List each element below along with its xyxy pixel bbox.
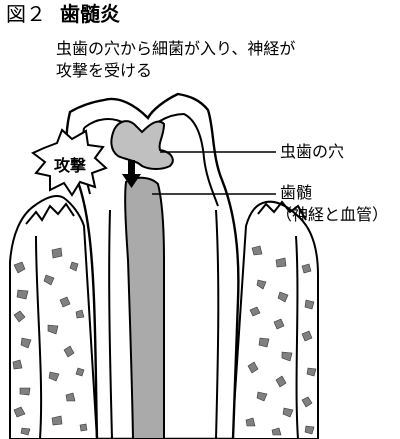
attack-burst-text: 攻撃 — [54, 156, 86, 175]
caption-line-1: 虫歯の穴から細菌が入り、神経が — [56, 39, 296, 58]
figure-label: 図２ — [6, 2, 46, 26]
pulp — [124, 176, 166, 439]
figure-name: 歯髄炎 — [60, 2, 120, 26]
caption: 虫歯の穴から細菌が入り、神経が 攻撃を受ける — [56, 38, 295, 82]
pulp-label: 歯髄 — [280, 183, 313, 202]
enamel-line — [83, 112, 219, 207]
gum-edge-left — [25, 202, 75, 225]
root-line-left — [108, 209, 113, 439]
root-line-right — [215, 209, 220, 439]
attack-arrow — [122, 160, 141, 188]
bone-inner-left — [35, 235, 43, 439]
figure-title: 図２ 歯髄炎 — [6, 1, 120, 27]
attack-burst — [31, 128, 108, 197]
bone-speckles — [12, 245, 317, 436]
caption-line-2: 攻撃を受ける — [56, 61, 153, 80]
cavity — [110, 120, 174, 170]
gum-edge-right — [257, 200, 307, 221]
bone-inner-right — [295, 235, 299, 439]
pulp-detail-label: （神経と血管） — [276, 205, 389, 224]
cavity-label: 虫歯の穴 — [280, 142, 345, 161]
